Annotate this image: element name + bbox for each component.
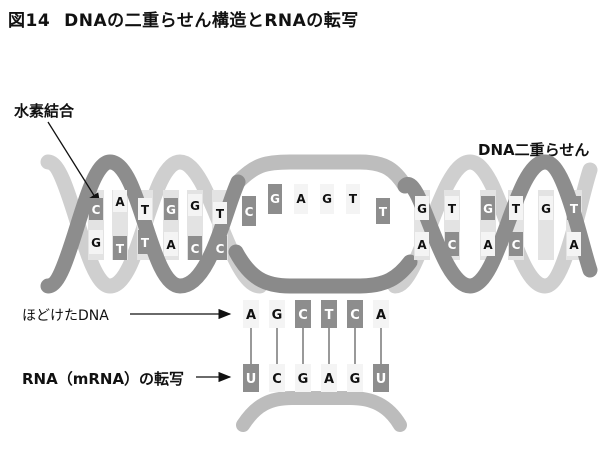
base-letter: C [512, 238, 521, 252]
base-tile: C [242, 196, 256, 226]
base-tile: C [188, 236, 202, 260]
base-tile: T [321, 300, 337, 328]
base-letter: T [379, 205, 388, 219]
dna-double-helix-label: DNA二重らせん [478, 141, 590, 159]
base-letter: A [115, 195, 125, 209]
base-tile: T [138, 230, 152, 254]
base-letter: A [246, 308, 256, 323]
base-letter: C [272, 372, 282, 387]
base-letter: G [541, 202, 551, 216]
base-letter: A [324, 372, 334, 387]
base-tile: G [320, 184, 334, 214]
figure-title-text: DNAの二重らせん構造とRNAの転写 [64, 11, 359, 31]
base-letter: A [296, 192, 306, 206]
base-letter: A [569, 238, 579, 252]
base-tile: G [539, 196, 553, 220]
bottom-strand-bases: G T T A C C A C A C A [89, 230, 581, 260]
base-letter: G [483, 202, 493, 216]
rna-bases: U C G A G U [243, 364, 389, 392]
base-letter: T [216, 207, 225, 221]
base-tile: C [347, 300, 363, 328]
base-letter: U [246, 372, 257, 387]
base-letter: T [448, 202, 457, 216]
base-letter: C [92, 203, 101, 217]
top-strand-bases: C A T G G T C G A G T T G T G T [89, 184, 523, 226]
top-strand-bases-end: G T [539, 196, 581, 220]
base-letter: A [166, 238, 176, 252]
base-tile: G [89, 230, 103, 254]
base-letter: C [350, 308, 360, 323]
base-tile: U [243, 364, 259, 392]
hydrogen-bond-arrow [47, 121, 101, 207]
base-letter: U [376, 372, 387, 387]
base-letter: T [512, 202, 521, 216]
base-letter: C [216, 242, 225, 256]
base-tile: T [138, 198, 152, 220]
base-letter: C [448, 238, 457, 252]
base-tile: A [243, 300, 259, 328]
base-tile: A [113, 190, 127, 212]
base-tile: T [113, 236, 127, 260]
base-tile: T [376, 198, 390, 224]
helix-open-strands [228, 154, 418, 294]
base-tile: C [89, 198, 103, 220]
hydrogen-bond-label: 水素結合 [14, 102, 75, 120]
base-letter: G [166, 203, 176, 217]
base-tile: T [346, 184, 360, 214]
base-tile: C [269, 364, 285, 392]
base-tile: G [295, 364, 311, 392]
base-letter: G [91, 236, 101, 250]
base-letter: C [298, 308, 308, 323]
base-tile: A [415, 232, 429, 256]
base-letter: T [325, 308, 334, 323]
base-letter: G [270, 192, 280, 206]
base-tile: G [347, 364, 363, 392]
base-letter: A [483, 238, 493, 252]
base-tile: T [445, 196, 459, 220]
base-tile: A [321, 364, 337, 392]
figure-number: 図14 [8, 11, 51, 31]
rna-transcription-label: RNA（mRNA）の転写 [22, 370, 185, 388]
base-tile: A [164, 232, 178, 256]
base-tile: C [509, 232, 523, 256]
base-tile: A [373, 300, 389, 328]
base-tile: T [213, 202, 227, 224]
base-letter: T [141, 236, 150, 250]
base-letter: G [298, 372, 309, 387]
lower-strand [236, 391, 407, 432]
unwound-dna-label: ほどけたDNA [22, 308, 109, 324]
base-letter: T [141, 203, 150, 217]
figure-title: 図14 DNAの二重らせん構造とRNAの転写 [8, 6, 359, 31]
base-letter: T [570, 202, 579, 216]
base-letter: T [116, 242, 125, 256]
base-letter: G [272, 308, 283, 323]
base-letter: G [322, 192, 332, 206]
base-tile: G [164, 198, 178, 220]
base-tile: A [294, 184, 308, 214]
base-tile: C [295, 300, 311, 328]
base-tile: U [373, 364, 389, 392]
transcription-connectors [250, 328, 382, 364]
base-tile: G [269, 300, 285, 328]
base-tile: G [188, 194, 202, 216]
base-letter: C [245, 205, 254, 219]
base-tile: C [213, 236, 227, 260]
base-letter: C [191, 242, 200, 256]
base-letter: A [417, 238, 427, 252]
base-tile: C [445, 232, 459, 256]
base-tile: G [415, 196, 429, 220]
base-letter: G [190, 199, 200, 213]
base-tile: A [567, 232, 581, 256]
base-letter: A [376, 308, 386, 323]
base-tile: T [509, 196, 523, 220]
base-tile: T [567, 196, 581, 220]
unwound-dna-bases: A G C T C A [243, 300, 389, 328]
base-letter: T [349, 192, 358, 206]
base-letter: G [417, 202, 427, 216]
base-tile: A [481, 232, 495, 256]
base-letter: G [350, 372, 361, 387]
base-tile: G [268, 184, 282, 214]
base-tile: G [481, 196, 495, 220]
